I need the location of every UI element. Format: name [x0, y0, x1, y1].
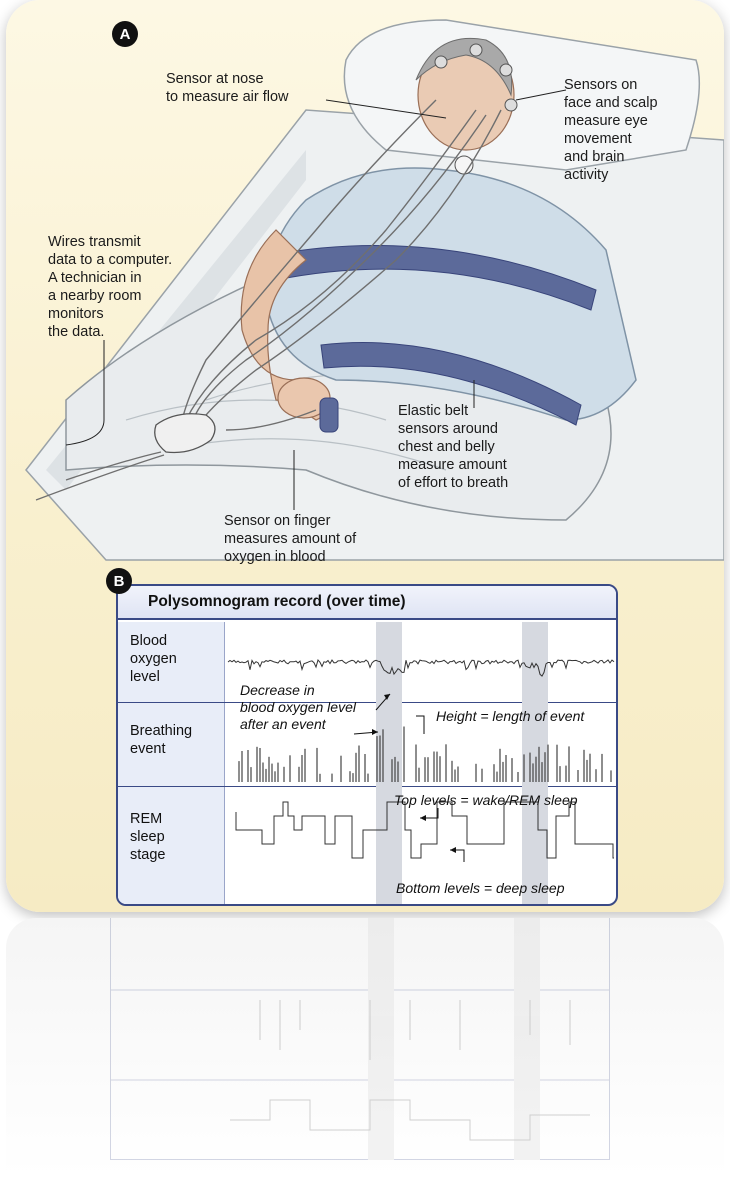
annotation-top-levels: Top levels = wake/REM sleep [394, 792, 578, 809]
rem-stage-trace [236, 802, 614, 858]
panel-a-card: A Sensor at nose to measure air flow Sen… [6, 0, 724, 912]
finger-sensor [320, 398, 338, 432]
panel-b-badge: B [106, 568, 132, 594]
finger-sensor-label: Sensor on finger measures amount of oxyg… [224, 512, 356, 566]
highlight-band [522, 622, 548, 904]
face-sensor-label: Sensors on face and scalp measure eye mo… [564, 76, 658, 184]
polysomnogram-chart: Polysomnogram record (over time) Blood o… [116, 584, 618, 906]
annotation-bottom-levels: Bottom levels = deep sleep [396, 880, 565, 897]
row-label-rem: REM sleep stage [130, 810, 165, 864]
oxygen-trace [228, 660, 614, 676]
row-label-breathing: Breathing event [130, 722, 192, 758]
annotation-decrease: Decrease in blood oxygen level after an … [240, 682, 356, 733]
annotation-height: Height = length of event [436, 708, 584, 725]
wires-label: Wires transmit data to a computer. A tec… [48, 233, 172, 341]
nose-sensor-label: Sensor at nose to measure air flow [166, 70, 289, 106]
row-label-oxygen: Blood oxygen level [130, 632, 177, 686]
belt-sensor-label: Elastic belt sensors around chest and be… [398, 402, 508, 492]
polysomnogram-traces [226, 622, 616, 904]
reflection-traces [110, 918, 610, 1160]
reflection [6, 918, 724, 1177]
panel-a-badge: A [112, 21, 138, 47]
breathing-event-bars [239, 727, 611, 783]
polysomnogram-title: Polysomnogram record (over time) [118, 586, 616, 620]
